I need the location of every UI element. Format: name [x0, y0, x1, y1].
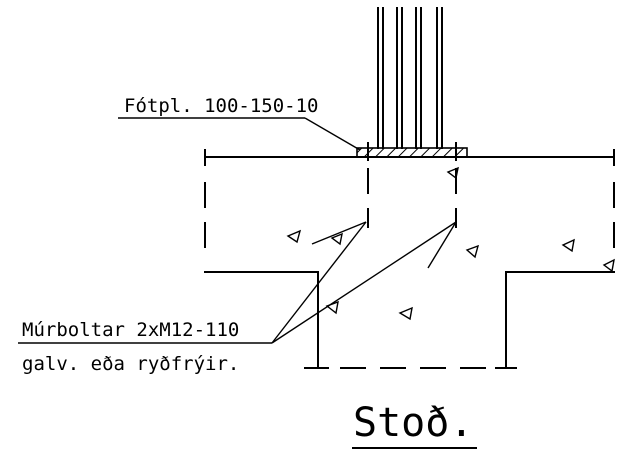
label-anchor-material: galv. eða ryðfrýir. — [22, 353, 239, 375]
column-post — [377, 7, 443, 149]
label-anchor-bolts: Múrboltar 2xM12-110 — [22, 319, 239, 341]
footing-outline — [204, 271, 615, 369]
slab-top-line — [204, 149, 615, 166]
footing-hidden-lines — [204, 168, 615, 369]
drawing-title: Stoð. — [353, 400, 473, 446]
label-base-plate: Fótpl. 100-150-10 — [124, 95, 318, 117]
leader-anchor-bolts — [18, 221, 457, 344]
leader-base-plate — [118, 117, 361, 151]
concrete-hatch-triangles — [286, 166, 615, 321]
